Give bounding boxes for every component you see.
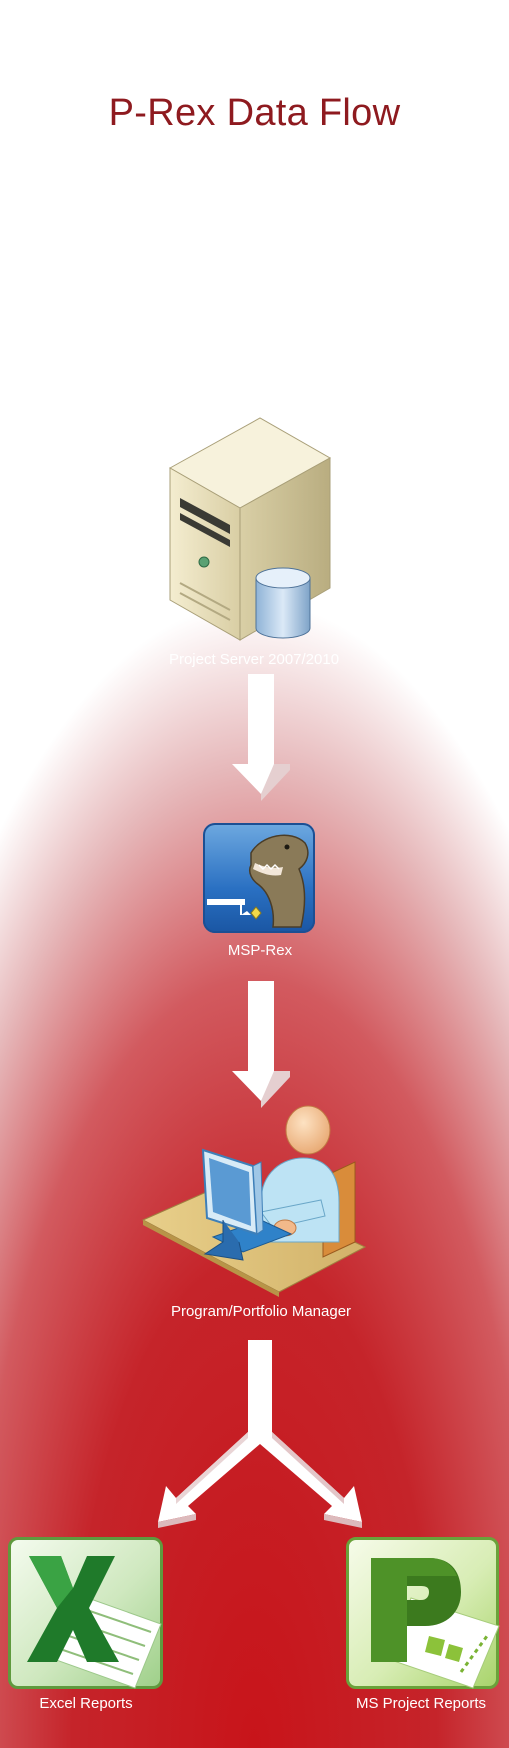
fork-arrow-icon <box>158 1340 362 1528</box>
manager-label: Program/Portfolio Manager <box>170 1303 352 1320</box>
ms-project-label: MS Project Reports <box>355 1695 487 1712</box>
msp-rex-label: MSP-Rex <box>227 942 293 959</box>
down-arrow-icon <box>232 674 290 801</box>
server-database-icon <box>168 417 332 641</box>
excel-label: Excel Reports <box>39 1695 133 1712</box>
server-label: Project Server 2007/2010 <box>168 651 340 668</box>
person-at-desk-icon <box>141 1105 367 1297</box>
msp-rex-app-icon <box>203 823 315 933</box>
down-arrow-icon <box>232 981 290 1108</box>
page-title: P-Rex Data Flow <box>108 92 401 134</box>
excel-icon <box>8 1537 163 1689</box>
ms-project-icon <box>346 1537 500 1689</box>
